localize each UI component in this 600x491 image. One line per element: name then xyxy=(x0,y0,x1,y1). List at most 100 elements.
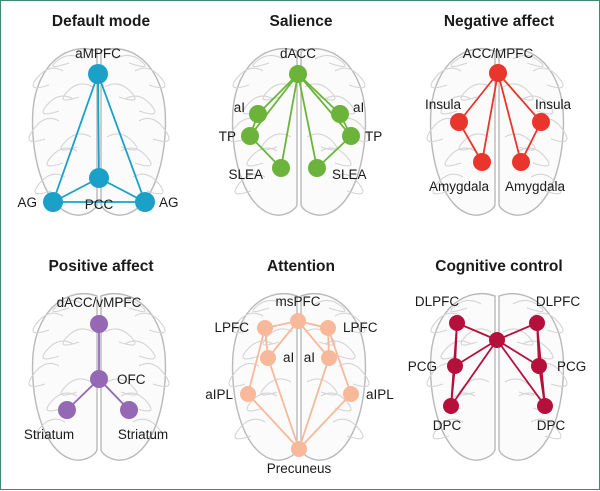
node-lpfc_r xyxy=(320,320,336,336)
brain-gyrus xyxy=(60,133,92,151)
brain-gyrus xyxy=(432,173,464,195)
node-ai_r xyxy=(331,105,349,123)
brain-gyrus xyxy=(512,299,544,313)
node-center xyxy=(489,332,505,348)
brain-outline xyxy=(28,47,170,216)
brain-gyrus xyxy=(242,340,274,360)
node-label-ins_l: Insula xyxy=(425,97,462,112)
node-label-aipl_r: aIPL xyxy=(366,387,394,402)
node-tp_l xyxy=(241,127,259,145)
brain-gyrus xyxy=(314,54,346,68)
node-dpc_l xyxy=(443,398,459,414)
brain-gyrus xyxy=(132,418,164,440)
right-hemisphere xyxy=(300,292,367,461)
node-pcg_r xyxy=(531,358,547,374)
node-label-dlpfc_r: DLPFC xyxy=(536,294,581,309)
edge-ampfc-ag_l xyxy=(52,73,99,203)
brain-gyrus xyxy=(502,328,534,346)
node-amy_r xyxy=(512,153,530,171)
edge-dacc-ai_r xyxy=(297,73,341,115)
node-label-str_r: Striatum xyxy=(118,427,168,442)
node-aipl_l xyxy=(240,386,256,402)
brain-gyrus xyxy=(320,392,352,412)
brain-gyrus xyxy=(28,362,60,388)
brain-gyrus xyxy=(338,362,370,388)
brain-gyrus xyxy=(46,392,78,412)
edge-center-dpc_l xyxy=(450,339,498,407)
node-label-dpc_r: DPC xyxy=(537,418,566,433)
node-label-dacc: dACC/vMPFC xyxy=(57,295,142,310)
brain-gyrus xyxy=(228,362,260,388)
brain-gyrus xyxy=(34,173,66,195)
edge-aipl_l-prec xyxy=(247,393,300,450)
panel-title: Positive affect xyxy=(48,258,154,275)
brain-outline xyxy=(426,292,568,461)
node-label-lpfc_l: LPFC xyxy=(214,320,249,335)
edge-center-dpc_r xyxy=(496,339,546,407)
brain-gyrus xyxy=(138,117,170,143)
edge-acc-ins_r xyxy=(497,72,542,123)
brain-gyrus xyxy=(124,95,156,115)
node-label-ag_r: AG xyxy=(159,195,179,210)
edge-acc-ins_l xyxy=(458,72,499,123)
brain-gyrus xyxy=(522,95,554,115)
node-ins_r xyxy=(532,113,550,131)
node-label-ai_r: aI xyxy=(353,100,364,115)
brain-gyrus xyxy=(124,340,156,360)
brain-gyrus xyxy=(114,54,146,68)
node-ai_l xyxy=(260,350,276,366)
brain-gyrus xyxy=(260,133,292,151)
brain-outline xyxy=(228,292,370,461)
edge-dacc-slea_r xyxy=(297,73,318,169)
edge-lpfc_r-aipl_r xyxy=(327,327,352,395)
node-label-dlpfc_l: DLPFC xyxy=(415,294,460,309)
brain-gyrus xyxy=(430,312,462,334)
brain-gyrus xyxy=(334,67,366,89)
node-label-pcc: PCC xyxy=(85,197,114,212)
brain-gyrus xyxy=(120,392,152,412)
brain-gyrus xyxy=(262,328,294,346)
node-lpfc_l xyxy=(257,320,273,336)
brain-gyrus xyxy=(114,299,146,313)
brain-gyrus xyxy=(332,173,364,195)
node-label-amy_r: Amygdala xyxy=(505,179,566,194)
panel-title: Negative affect xyxy=(443,13,555,30)
node-label-ins_r: Insula xyxy=(535,97,572,112)
brain-gyrus xyxy=(314,299,346,313)
node-pcc xyxy=(89,168,109,188)
brain-gyrus xyxy=(52,54,84,68)
left-hemisphere xyxy=(429,47,496,216)
node-amy_l xyxy=(473,153,491,171)
edge-dacc-ai_l xyxy=(257,73,299,115)
node-dacc xyxy=(90,315,108,333)
brain-gyrus xyxy=(120,147,152,167)
node-slea_l xyxy=(272,159,290,177)
brain-gyrus xyxy=(232,67,264,89)
brain-gyrus xyxy=(106,133,138,151)
edge-ai_r-prec xyxy=(298,357,330,450)
brain-gyrus xyxy=(134,67,166,89)
brain-gyrus xyxy=(460,328,492,346)
brain-gyrus xyxy=(232,312,264,334)
brain-gyrus xyxy=(320,147,352,167)
node-ofc xyxy=(90,370,108,388)
brain-gyrus xyxy=(440,340,472,360)
left-hemisphere xyxy=(231,292,298,461)
edge-lpfc_l-aipl_l xyxy=(247,327,266,395)
node-ampfc xyxy=(88,64,108,84)
brain-gyrus xyxy=(52,299,84,313)
node-ins_l xyxy=(450,113,468,131)
right-hemisphere xyxy=(100,292,167,461)
node-aipl_r xyxy=(343,386,359,402)
node-label-slea_l: SLEA xyxy=(228,167,263,182)
brain-gyrus xyxy=(432,418,464,440)
